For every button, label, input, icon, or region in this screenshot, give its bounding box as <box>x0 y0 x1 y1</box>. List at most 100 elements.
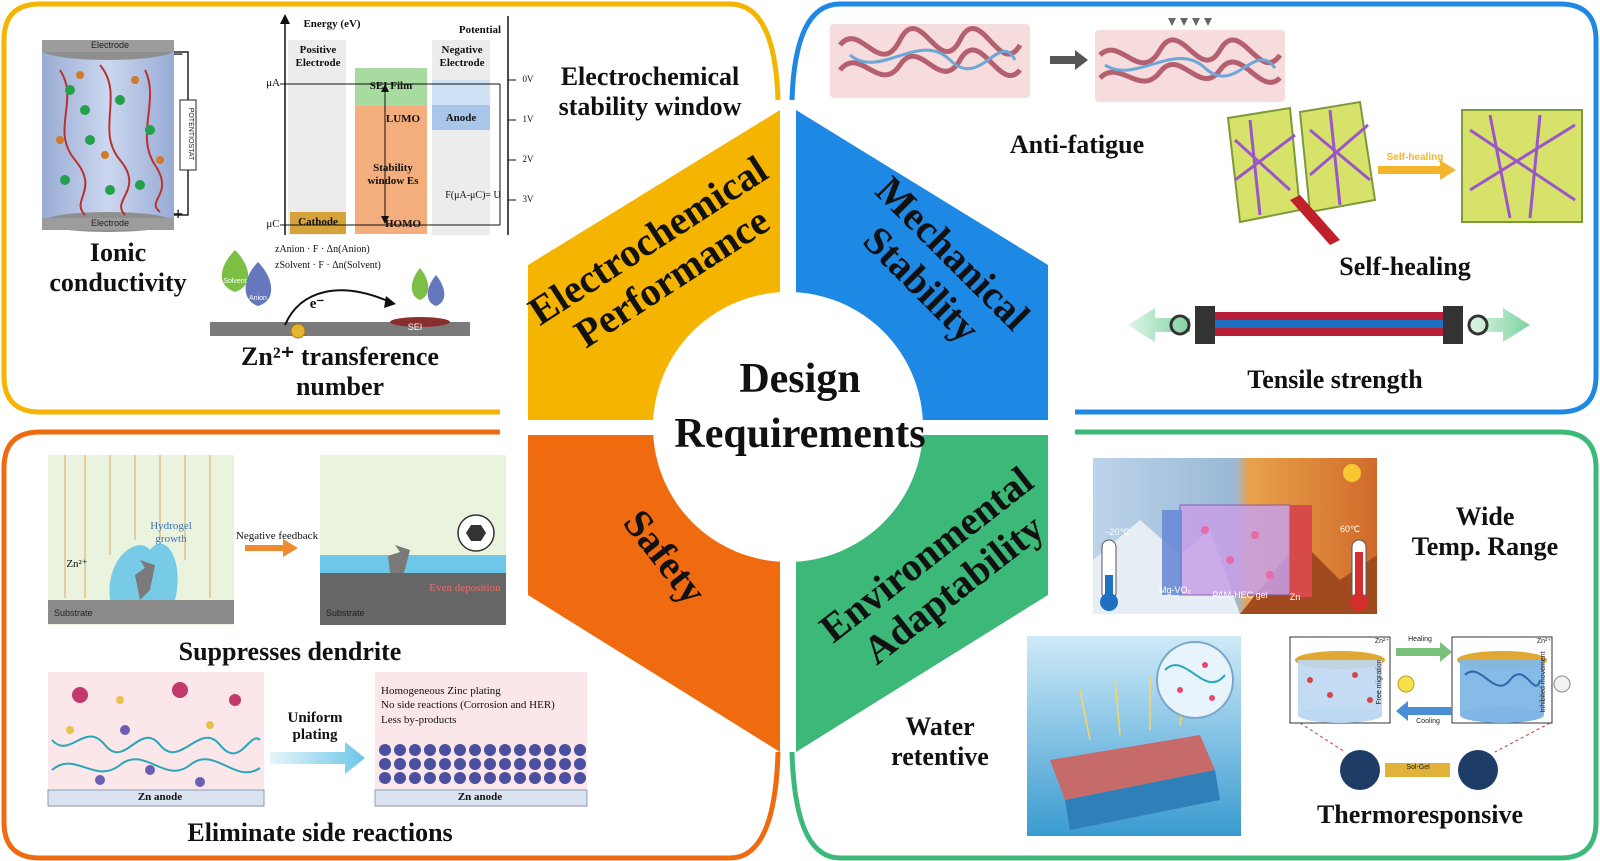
transference-illustration <box>210 250 470 339</box>
suppresses-dendrite-label: Suppresses dendrite <box>178 637 402 666</box>
self-healing-arrow-label: Self-healing <box>1386 152 1444 163</box>
anti-fatigue-illustration <box>830 18 1285 102</box>
uniform-plating-label: Uniform plating <box>275 710 355 745</box>
electron-label: e⁻ <box>309 296 325 312</box>
plating-notes: Homogeneous Zinc plating No side reactio… <box>381 684 591 727</box>
free-migration-label: Free migration <box>1375 659 1383 705</box>
hexagon <box>528 110 1048 752</box>
plus60-label: 60℃ <box>1339 524 1361 534</box>
electrode-bottom-label: Electrode <box>90 218 130 228</box>
zn2-b-label: Zn²⁺ <box>1536 638 1552 645</box>
plating-note-1: Homogeneous Zinc plating <box>381 685 501 697</box>
anti-fatigue-label: Anti-fatigue <box>1009 130 1145 159</box>
volt-3: 3V <box>522 194 534 204</box>
sei-film-label: SEI Film <box>369 80 413 92</box>
mg-vo2-label: Mg-VO₂ <box>1159 585 1191 595</box>
potentiostat-label: POTENTIOSTAT <box>187 107 195 161</box>
lumo-label: LUMO <box>385 113 421 125</box>
wide-temp-illustration <box>1093 458 1377 614</box>
cathode-label: Cathode <box>298 216 338 228</box>
mu-c-label: μC <box>266 218 280 230</box>
wide-temp-line1: Wide <box>1455 502 1515 531</box>
zn-anode-1-label: Zn anode <box>137 791 183 803</box>
thermoresponsive-label: Thermoresponsive <box>1316 800 1524 829</box>
wide-temp-label: Wide Temp. Range <box>1385 502 1585 562</box>
esw-line2: stability window <box>558 91 742 121</box>
dendrite-illustration <box>48 455 506 625</box>
center-title-line1: Design <box>739 356 861 402</box>
stability-window-line2: window Es <box>367 174 419 187</box>
stability-window-label: Stability window Es <box>362 162 424 187</box>
tensile-strength-label: Tensile strength <box>1247 365 1423 394</box>
esw-label: Electrochemical stability window <box>540 62 760 122</box>
self-healing-illustration <box>1226 100 1583 245</box>
substrate-2-label: Substrate <box>326 608 365 618</box>
wide-temp-line2: Temp. Range <box>1411 531 1559 561</box>
water-retentive-illustration <box>1027 636 1241 836</box>
minus20-label: -20℃ <box>1106 527 1130 537</box>
tensile-strength-illustration <box>1128 306 1530 344</box>
uniform-plating-line1: Uniform <box>287 710 343 726</box>
mu-a-label: μA <box>266 77 280 89</box>
ionic-conductivity-label: Ionic conductivity <box>28 238 208 298</box>
anion-label: Anion <box>249 295 267 302</box>
equation-1: zAnion · F · Δn(Anion) <box>275 244 370 255</box>
esw-line1: Electrochemical <box>560 62 740 91</box>
solvent-label: Solvent <box>223 278 247 285</box>
minus-sign: − <box>173 44 184 64</box>
pam-hec-label: PAM-HEC gel <box>1212 590 1268 600</box>
homo-label: HOMO <box>384 218 422 230</box>
volt-0: 0V <box>522 74 534 84</box>
water-retentive-line2: retentive <box>891 741 989 771</box>
equation-2: zSolvent · F · Δn(Solvent) <box>275 260 381 271</box>
zn2-a-label: Zn²⁺ <box>1374 638 1390 645</box>
negative-electrode-label: Negative Electrode <box>432 44 492 69</box>
zn2-label: Zn²⁺ <box>66 558 88 570</box>
water-retentive-label: Water retentive <box>865 712 1015 772</box>
panel-bottom-left-border <box>1 429 781 861</box>
eliminate-side-reactions-label: Eliminate side reactions <box>187 818 453 847</box>
ionic-line2: conductivity <box>49 267 187 297</box>
uniform-plating-line2: plating <box>292 727 338 744</box>
electrode-top-label: Electrode <box>90 40 130 50</box>
sol-gel-label: Sol-Gel <box>1406 764 1430 771</box>
plus-sign: + <box>173 204 184 224</box>
hydrogel-growth-label: Hydrogel growth <box>136 520 206 545</box>
negative-electrode-line1: Negative <box>441 44 483 56</box>
ionic-line1: Ionic <box>89 238 147 267</box>
positive-electrode-line1: Positive <box>299 44 337 56</box>
hydrogel-growth-line2: growth <box>155 532 187 545</box>
anode-label: Anode <box>445 112 477 124</box>
plating-note-3: Less by-products <box>381 713 457 726</box>
cooling-label: Cooling <box>1416 718 1440 725</box>
energy-axis-label: Energy (eV) <box>303 18 361 30</box>
zn-label: Zn <box>1289 592 1301 602</box>
zn-transference-label: Zn²⁺ transference number <box>210 342 470 402</box>
self-healing-label: Self-healing <box>1339 252 1471 281</box>
negative-electrode-line2: Electrode <box>439 56 485 69</box>
hydrogel-growth-line1: Hydrogel <box>150 520 192 532</box>
potential-axis-label: Potential <box>458 24 502 36</box>
center-title: Design Requirements <box>640 352 960 461</box>
positive-electrode-line2: Electrode <box>295 56 341 69</box>
energy-diagram <box>280 14 516 235</box>
center-circle <box>653 292 923 562</box>
formula-label: F(μA-μC)= U <box>445 190 501 201</box>
zn-transference-line1: Zn²⁺ transference <box>241 342 439 371</box>
volt-2: 2V <box>522 154 534 164</box>
substrate-1-label: Substrate <box>54 608 93 618</box>
plating-note-2: No side reactions (Corrosion and HER) <box>381 699 555 712</box>
zn-transference-line2: number <box>295 371 385 401</box>
side-reactions-illustration <box>47 672 588 807</box>
zinc-plating-spheres <box>379 744 586 784</box>
ionic-conductivity-cell <box>42 40 197 232</box>
panel-top-right-border <box>789 1 1599 415</box>
zn-anode-2-label: Zn anode <box>457 791 503 803</box>
thermoresponsive-illustration <box>1289 636 1571 790</box>
inhibited-movement-label: Inhibited movement <box>1539 651 1547 713</box>
panel-bottom-right-border <box>789 429 1599 861</box>
stability-window-line1: Stability <box>373 162 413 174</box>
even-deposition-label: Even deposition <box>429 582 501 594</box>
